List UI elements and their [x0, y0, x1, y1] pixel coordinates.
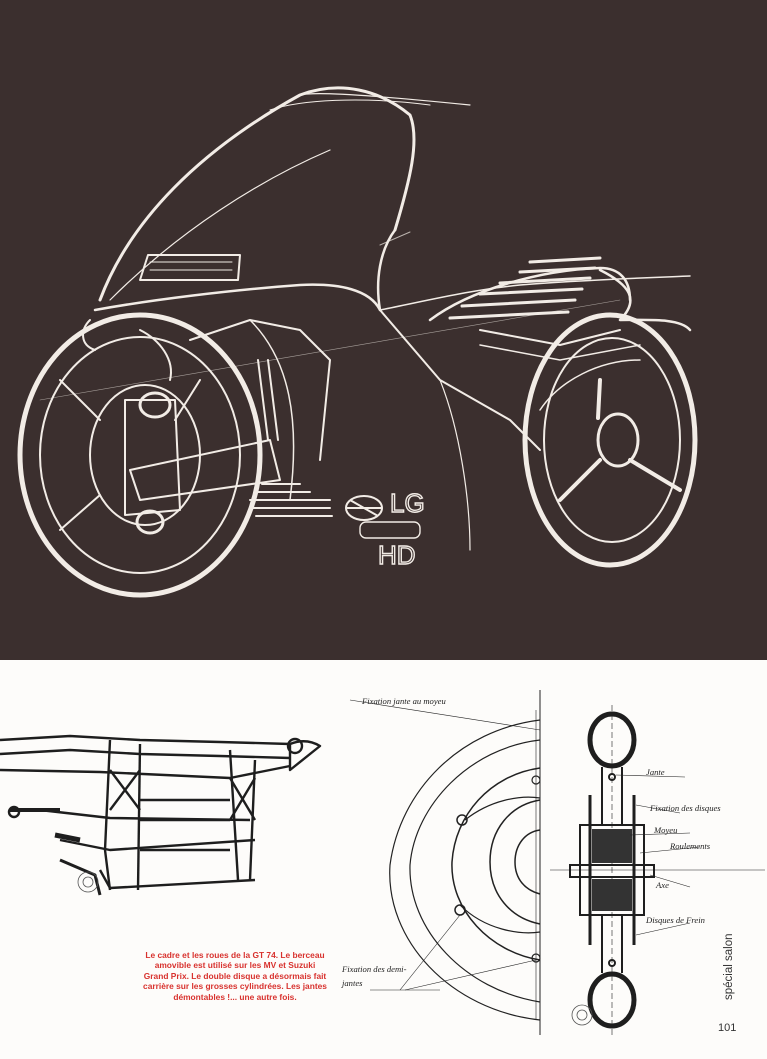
label-roulements: Roulements: [670, 841, 711, 851]
logo-text-hd: HD: [378, 540, 416, 570]
caption-line: Le cadre et les roues de la GT 74. Le be…: [145, 950, 325, 960]
motorcycle-drawing: [17, 86, 698, 598]
label-fixation-jante: Fixation jante au moyeu: [362, 696, 446, 706]
label-fixation-demi-jantes: Fixation des demi-: [342, 964, 407, 974]
label-jante: Jante: [646, 767, 665, 777]
frame-stamp-icon: [77, 871, 99, 893]
caption-line: carrière sur les grosses cylindrées. Les…: [143, 981, 327, 992]
page-number: 101: [718, 1022, 737, 1034]
caption-line: Grand Prix. Le double disque a désormais…: [143, 970, 327, 981]
lg-hd-watermark-logo: LG HD: [342, 478, 432, 570]
motorcycle-sketch: LG HD: [0, 0, 767, 660]
wheel-hub-drawing: Fixation jante au moyeu Fixation des dem…: [340, 690, 550, 1035]
wheel-cross-section-drawing: Jante Fixation des disques Moyeu Rouleme…: [550, 705, 765, 1035]
section-name: spécial salon: [723, 933, 735, 1000]
logo-text-lg: LG: [390, 488, 425, 518]
label-fixation-disques: Fixation des disques: [650, 803, 721, 813]
section-stamp-icon: [571, 1004, 593, 1026]
figure-caption: Le cadre et les roues de la GT 74. Le be…: [120, 950, 350, 1002]
label-moyeu: Moyeu: [654, 825, 678, 835]
label-fixation-demi-jantes-2: jantes: [342, 978, 363, 988]
caption-line: amovible est utilisé sur les MV et Suzuk…: [154, 960, 316, 971]
frame-cradle-drawing: [0, 700, 335, 940]
label-axe: Axe: [656, 880, 669, 890]
caption-line: démontables !... une autre fois.: [173, 991, 297, 1002]
label-disques-frein: Disques de Frein: [646, 915, 705, 925]
